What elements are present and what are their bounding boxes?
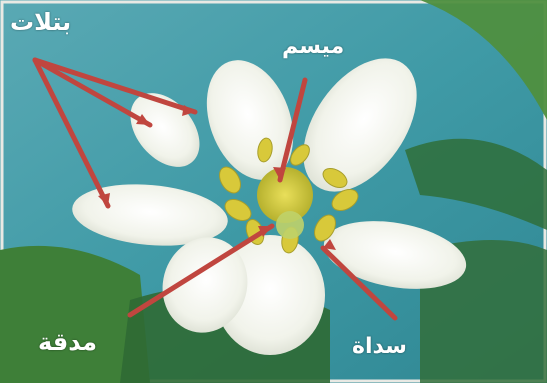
label-pistil: ميسم [282,34,344,59]
label-calyx: مدقة [38,328,97,356]
label-stamen: سداة [352,334,407,359]
label-petals: بتلات [10,8,71,36]
flower-ovary [276,211,304,239]
